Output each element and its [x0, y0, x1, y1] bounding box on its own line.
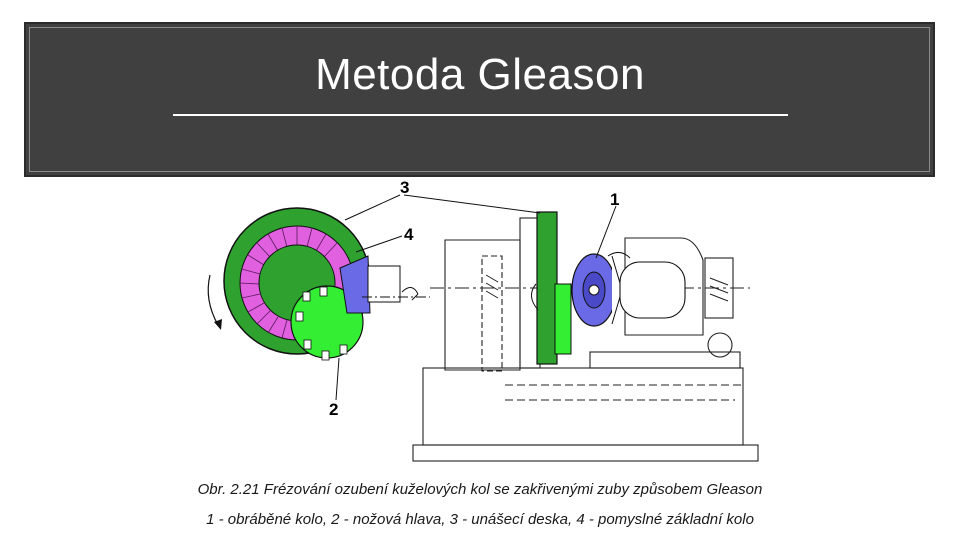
gear-blank-cone: [339, 255, 371, 314]
callout-4: 4: [404, 225, 414, 244]
leader-lines: [335, 194, 617, 401]
title-band: [24, 22, 935, 177]
cutter-head-side: [554, 283, 572, 355]
work-spindle-housing: [619, 261, 686, 319]
cradle-rotation-arrow: [531, 283, 539, 311]
work-rotation-arrow: [607, 252, 631, 259]
cradle-column: [444, 239, 521, 371]
bed-ways: [505, 384, 745, 401]
figure-caption-legend: 1 - obráběné kolo, 2 - nožová hlava, 3 -…: [0, 511, 960, 528]
work-table: [589, 351, 741, 369]
slide-hatching: [485, 274, 729, 302]
cutter-blades: [295, 286, 348, 361]
work-gear: [571, 253, 623, 327]
spindle-housing: [367, 265, 401, 303]
legend-text-2: - nožová hlava,: [339, 511, 450, 528]
work-gear-bore: [588, 284, 600, 296]
callout-3: 3: [400, 178, 409, 197]
legend-num-1: 1: [206, 511, 215, 528]
arrowhead: [214, 319, 222, 330]
gleason-machine-diagram: 3 4 1 2: [207, 178, 759, 462]
machine-bed: [422, 367, 744, 446]
left-cutter-assembly: [207, 207, 430, 361]
machine-base: [412, 444, 759, 462]
legend-text-1: - obráběné kolo,: [214, 511, 332, 528]
title-underline: [173, 114, 788, 116]
callout-1: 1: [610, 190, 619, 209]
title-band-inner-border: [29, 27, 930, 172]
slide-title: Metoda Gleason: [315, 50, 645, 99]
carrier-plate-side: [536, 211, 558, 365]
callout-2: 2: [329, 400, 338, 419]
caption-figure-text: Frézování ozubení kuželových kol se zakř…: [263, 481, 763, 498]
crown-gear-teeth: [239, 226, 338, 339]
caption-figure-number: Obr. 2.21: [197, 481, 260, 498]
spindle-rotation-arrow: [401, 287, 419, 301]
figure-caption-title: Obr. 2.21 Frézování ozubení kuželových k…: [0, 481, 960, 498]
legend-num-2: 2: [331, 511, 340, 528]
feed-wheel: [707, 332, 733, 358]
work-head: [624, 237, 704, 336]
legend-num-3: 3: [449, 511, 458, 528]
carrier-rotation-arrow: [207, 274, 219, 326]
machine-side-view: [412, 217, 759, 462]
legend-num-4: 4: [576, 511, 585, 528]
legend-text-3: - unášecí deska,: [457, 511, 577, 528]
legend-text-4: - pomyslné základní kolo: [584, 511, 754, 528]
cradle-slide: [481, 255, 503, 372]
